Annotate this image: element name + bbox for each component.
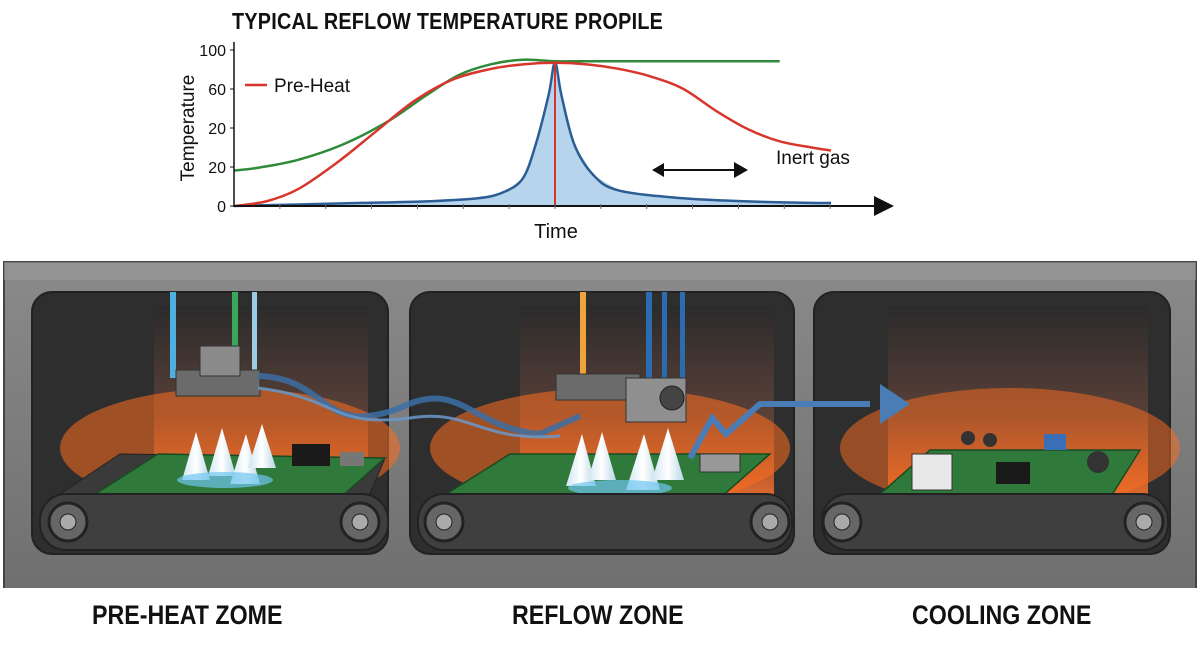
y-axis-label: Temperature	[178, 75, 199, 182]
zone-label-reflow: REFLOW ZONE	[512, 600, 684, 630]
arrow-right-head	[734, 162, 748, 178]
reflow-peak-area	[234, 62, 832, 206]
reflow-oven	[3, 261, 1197, 588]
inert-gas-annotation: Inert gas	[776, 148, 850, 169]
pre-heat-chamber	[31, 291, 400, 555]
x-axis-label: Time	[534, 221, 578, 243]
y-tick-label: 100	[199, 43, 226, 60]
series-line-green	[233, 58, 780, 172]
cooling-chamber	[813, 291, 1180, 555]
zone-label-pre-heat: PRE-HEAT ZOME	[92, 600, 283, 630]
zone-label-cooling: COOLING ZONE	[912, 600, 1092, 630]
y-tick-label: 0	[217, 199, 226, 216]
temperature-profile-chart: 0 20 20 60 100 Temperature Time Pre-Heat Ine…	[178, 42, 894, 243]
y-tick-label: 20	[208, 160, 226, 177]
reflow-chamber	[409, 291, 795, 555]
inert-gas-flow	[257, 373, 910, 460]
arrow-left-head	[652, 163, 664, 177]
gas-arrow-icon	[880, 384, 910, 424]
y-tick-label: 60	[208, 82, 226, 99]
series-line-blue	[233, 61, 832, 208]
legend-label: Pre-Heat	[274, 76, 351, 97]
y-tick-labels: 0 20 20 60 100	[199, 43, 831, 216]
series-line-pre-heat	[233, 61, 832, 208]
chart-title: TYPICAL REFLOW TEMPERATURE PROPILE	[232, 8, 664, 34]
y-tick-label: 20	[208, 121, 226, 138]
